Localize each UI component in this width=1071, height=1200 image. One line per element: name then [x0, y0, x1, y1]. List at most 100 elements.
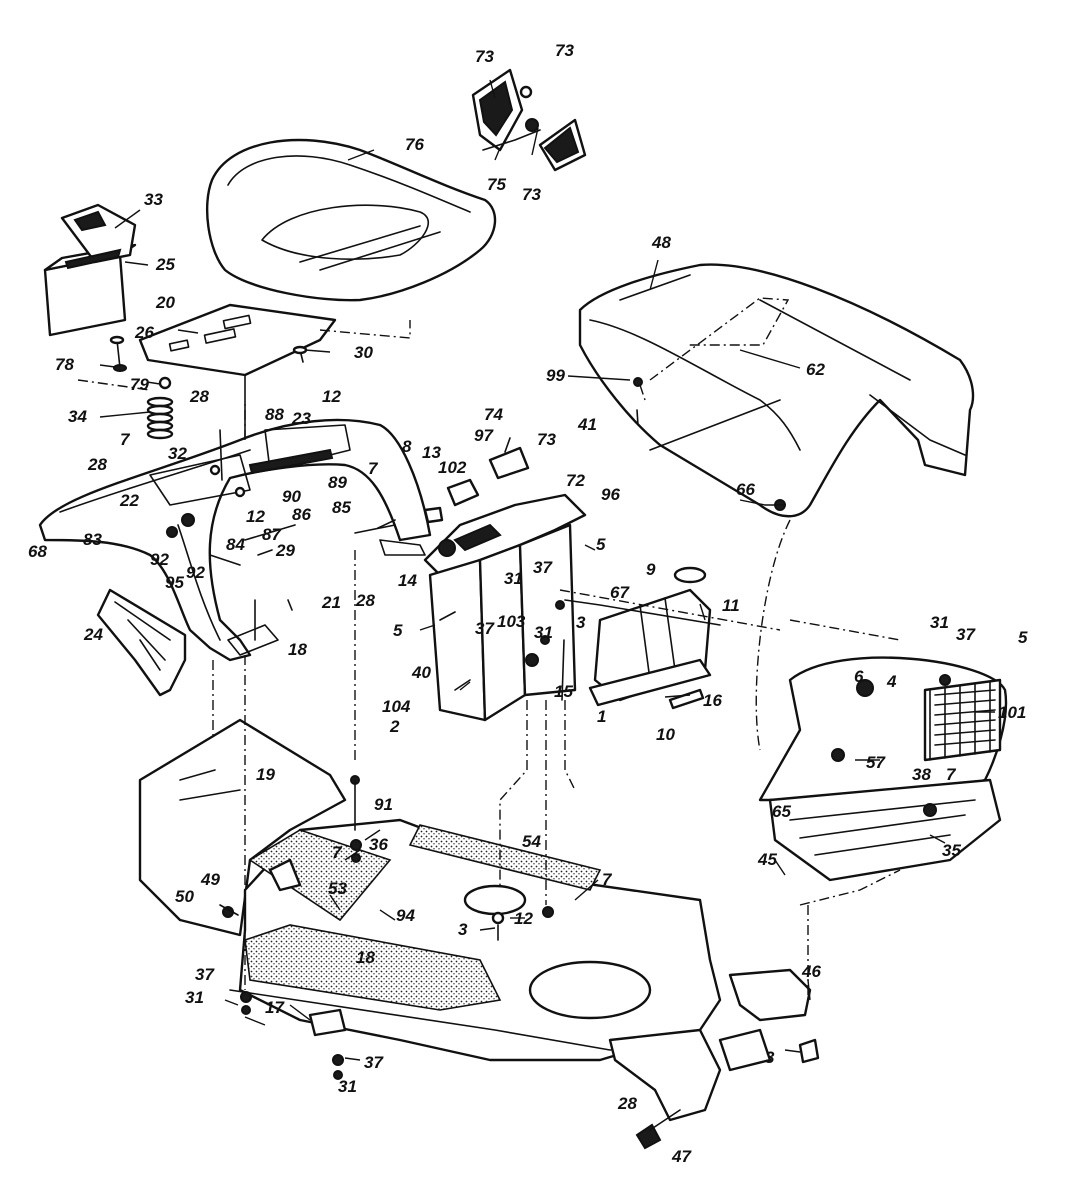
callout-73: 73 [537, 430, 556, 449]
callout-37: 37 [956, 625, 976, 644]
callout-7: 7 [946, 765, 957, 784]
callout-23: 23 [291, 409, 311, 428]
callout-18: 18 [356, 948, 375, 967]
callout-5: 5 [1018, 628, 1028, 647]
callout-96: 96 [601, 485, 620, 504]
spring [146, 396, 174, 440]
callout-5: 5 [393, 621, 403, 640]
callout-97: 97 [474, 426, 494, 445]
callout-65: 65 [772, 802, 791, 821]
callout-46: 46 [801, 962, 821, 981]
callout-49: 49 [200, 870, 220, 889]
callout-92: 92 [150, 550, 169, 569]
side-bracket [96, 588, 187, 697]
callout-99: 99 [546, 366, 565, 385]
callout-20: 20 [155, 293, 175, 312]
rear-fender [38, 418, 432, 662]
callout-104: 104 [382, 697, 411, 716]
callout-62: 62 [806, 360, 825, 379]
callout-28: 28 [189, 387, 209, 406]
callout-19: 19 [256, 765, 275, 784]
callout-85: 85 [332, 498, 351, 517]
callout-17: 17 [265, 998, 285, 1017]
callout-86: 86 [292, 505, 311, 524]
callout-75: 75 [487, 175, 506, 194]
assembly-lines [77, 379, 901, 1000]
grille-assembly [758, 656, 1008, 882]
callout-18: 18 [288, 640, 307, 659]
callout-66: 66 [736, 480, 755, 499]
callout-31: 31 [504, 569, 523, 588]
callout-73: 73 [475, 47, 494, 66]
callout-7: 7 [602, 870, 613, 889]
callout-73: 73 [522, 185, 541, 204]
callout-76: 76 [405, 135, 424, 154]
callout-15: 15 [554, 682, 573, 701]
callout-41: 41 [577, 415, 597, 434]
callout-90: 90 [282, 487, 301, 506]
callout-7: 7 [120, 430, 131, 449]
callout-68: 68 [28, 542, 47, 561]
callout-30: 30 [354, 343, 373, 362]
callout-53: 53 [328, 879, 347, 898]
callout-101: 101 [998, 703, 1026, 722]
callout-36: 36 [369, 835, 388, 854]
callout-47: 47 [671, 1147, 692, 1166]
callout-25: 25 [155, 255, 175, 274]
callout-4: 4 [886, 672, 897, 691]
fuel-tank [564, 566, 721, 707]
callout-31: 31 [534, 623, 553, 642]
callout-67: 67 [610, 583, 630, 602]
callout-89: 89 [328, 473, 347, 492]
callout-28: 28 [87, 455, 107, 474]
callout-1: 1 [597, 707, 606, 726]
callout-12: 12 [322, 387, 341, 406]
callout-11: 11 [722, 596, 740, 615]
callout-28: 28 [355, 591, 375, 610]
callout-91: 91 [374, 795, 393, 814]
tank-bolt [668, 688, 705, 710]
callout-12: 12 [246, 507, 265, 526]
callout-73: 73 [555, 41, 574, 60]
seat-plate [138, 303, 411, 441]
callout-78: 78 [55, 355, 74, 374]
callout-31: 31 [930, 613, 949, 632]
callout-95: 95 [165, 573, 184, 592]
hood [578, 263, 975, 518]
dash-console [423, 437, 587, 722]
callout-16: 16 [703, 691, 722, 710]
callout-3: 3 [458, 920, 468, 939]
callout-5: 5 [596, 535, 606, 554]
callout-37: 37 [195, 965, 215, 984]
callout-84: 84 [226, 535, 245, 554]
callout-24: 24 [83, 625, 103, 644]
battery-assembly [43, 203, 137, 337]
callout-54: 54 [522, 832, 541, 851]
callout-21: 21 [321, 593, 341, 612]
callout-7: 7 [332, 843, 343, 862]
callouts: 73 73 75 73 76 33 25 20 26 78 79 30 34 2… [28, 41, 1028, 1166]
callout-37: 37 [364, 1053, 384, 1072]
callout-6: 6 [854, 667, 864, 686]
callout-38: 38 [912, 765, 931, 784]
callout-45: 45 [757, 850, 777, 869]
callout-94: 94 [396, 906, 415, 925]
callout-32: 32 [168, 444, 187, 463]
seat [205, 138, 497, 302]
callout-40: 40 [411, 663, 431, 682]
callout-34: 34 [68, 407, 87, 426]
callout-92: 92 [186, 563, 205, 582]
callout-14: 14 [398, 571, 417, 590]
callout-2: 2 [389, 717, 400, 736]
callout-88: 88 [265, 405, 284, 424]
callout-3: 3 [765, 1048, 775, 1067]
callout-102: 102 [438, 458, 467, 477]
seat-bolts [109, 335, 308, 390]
callout-57: 57 [866, 753, 886, 772]
callout-3: 3 [576, 613, 586, 632]
callout-33: 33 [144, 190, 163, 209]
callout-31: 31 [338, 1077, 357, 1096]
callout-22: 22 [119, 491, 139, 510]
callout-31: 31 [185, 988, 204, 1007]
